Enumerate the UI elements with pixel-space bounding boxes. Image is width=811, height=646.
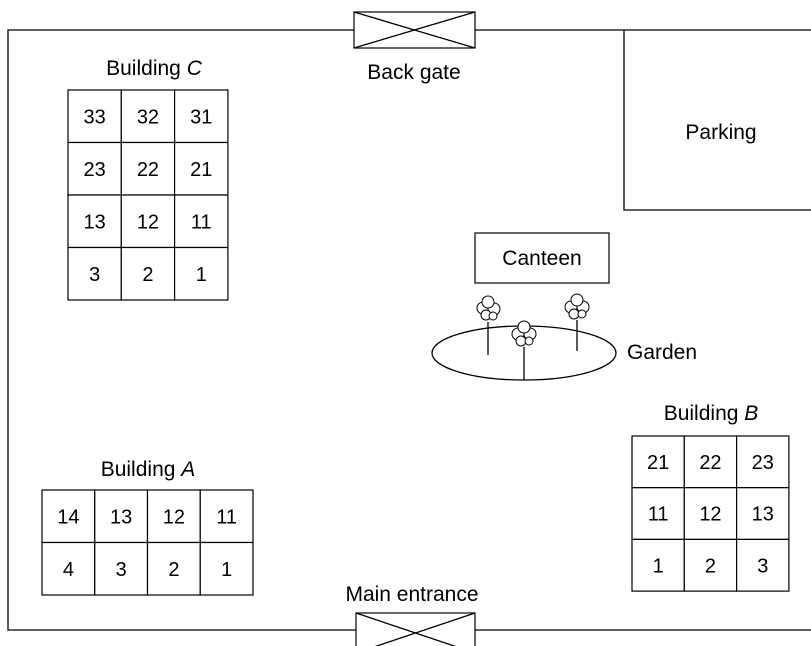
garden-tree (476, 295, 501, 355)
room-number: 12 (699, 504, 721, 526)
room-cell: 2 (683, 538, 738, 592)
room-cell: 11 (199, 489, 254, 544)
room-number: 3 (89, 264, 100, 286)
main-entrance-label: Main entrance (345, 583, 478, 606)
room-cell: 31 (174, 89, 229, 144)
parking-label: Parking (685, 121, 756, 144)
room-cell: 21 (174, 141, 229, 196)
back-gate-label: Back gate (367, 61, 460, 84)
room-cell: 3 (735, 538, 790, 592)
room-cell: 14 (41, 489, 96, 544)
main-entrance-gate (355, 612, 476, 646)
room-number: 1 (653, 555, 664, 577)
room-number: 12 (163, 506, 185, 528)
building-a-grid: 14 13 12 11 4 3 2 1 (41, 489, 254, 596)
room-number: 1 (221, 559, 232, 581)
room-cell: 33 (67, 89, 122, 144)
room-number: 21 (647, 452, 669, 474)
room-cell: 13 (67, 194, 122, 249)
room-cell: 3 (67, 246, 122, 301)
room-number: 13 (84, 211, 106, 233)
room-number: 4 (63, 559, 74, 581)
room-cell: 23 (67, 141, 122, 196)
room-cell: 13 (735, 487, 790, 541)
room-cell: 4 (41, 541, 96, 596)
room-cell: 12 (146, 489, 201, 544)
room-number: 2 (705, 555, 716, 577)
canteen-building (474, 232, 610, 284)
room-number: 33 (84, 106, 106, 128)
room-number: 11 (648, 504, 669, 526)
room-cell: 1 (174, 246, 229, 301)
room-number: 11 (191, 211, 212, 233)
room-cell: 23 (735, 435, 790, 489)
room-number: 21 (190, 159, 212, 181)
room-cell: 22 (683, 435, 738, 489)
room-number: 22 (699, 452, 721, 474)
room-cell: 2 (146, 541, 201, 596)
room-number: 12 (137, 211, 159, 233)
room-cell: 11 (631, 487, 685, 541)
room-number: 23 (84, 159, 106, 181)
room-number: 13 (110, 506, 132, 528)
room-cell: 1 (631, 538, 685, 592)
room-number: 32 (137, 106, 159, 128)
room-number: 2 (168, 559, 179, 581)
back-gate (353, 11, 476, 49)
room-number: 31 (190, 106, 212, 128)
building-c-title: Building C (106, 57, 203, 80)
canteen-label: Canteen (502, 247, 581, 270)
room-number: 23 (752, 452, 774, 474)
room-number: 3 (757, 555, 768, 577)
room-number: 22 (137, 159, 159, 181)
garden-label: Garden (627, 341, 697, 364)
room-cell: 32 (120, 89, 176, 144)
room-cell: 12 (683, 487, 738, 541)
room-cell: 3 (94, 541, 149, 596)
room-cell: 11 (174, 194, 229, 249)
room-number: 13 (752, 504, 774, 526)
garden-tree (511, 320, 537, 380)
parking-area (623, 30, 811, 211)
room-cell: 2 (120, 246, 176, 301)
room-number: 2 (142, 264, 153, 286)
room-number: 1 (196, 264, 207, 286)
room-number: 11 (216, 506, 237, 528)
building-a-title: Building A (101, 458, 196, 481)
room-cell: 22 (120, 141, 176, 196)
room-number: 14 (57, 506, 79, 528)
room-cell: 21 (631, 435, 685, 489)
building-b-title: Building B (664, 402, 759, 425)
garden-tree (564, 293, 590, 351)
room-cell: 13 (94, 489, 149, 544)
room-cell: 12 (120, 194, 176, 249)
room-number: 3 (116, 559, 127, 581)
room-cell: 1 (199, 541, 254, 596)
